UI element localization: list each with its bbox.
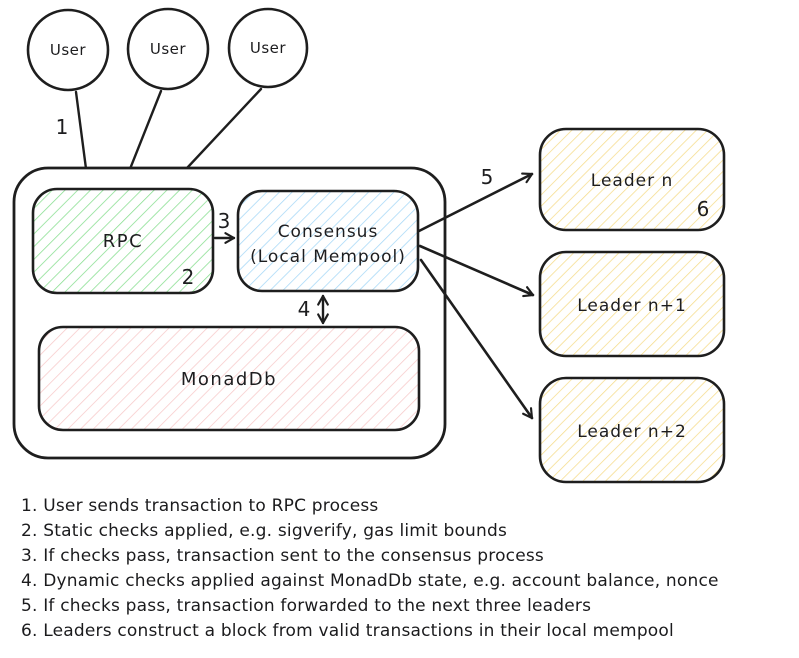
flow-step-5: 5. If checks pass, transaction forwarded…: [21, 596, 592, 616]
step-4-label: 4: [298, 297, 311, 321]
flow-step-3: 3. If checks pass, transaction sent to t…: [21, 546, 544, 566]
flow-steps-list: 1. User sends transaction to RPC process…: [21, 494, 796, 644]
leader-n-label: Leader n: [591, 171, 673, 191]
flow-step-1: 1. User sends transaction to RPC process: [21, 496, 379, 516]
leader-n2-node: [538, 376, 726, 484]
monaddb-node: [37, 325, 421, 432]
flow-step-2: 2. Static checks applied, e.g. sigverify…: [21, 521, 508, 541]
user-3-label: User: [250, 39, 287, 57]
user-2-label: User: [150, 40, 187, 58]
rpc-node: [31, 187, 215, 295]
consensus-node: [236, 189, 420, 293]
consensus-to-leader-n1-arrow: [418, 244, 535, 298]
rpc-label: RPC: [103, 231, 143, 252]
consensus-to-leader-n-arrow: [417, 172, 534, 233]
architecture-diagram: 1 User User User RPC 2 3 Consensus (Loca…: [12, 7, 726, 484]
user-circle-2: [126, 7, 210, 91]
monaddb-label: MonadDb: [181, 369, 277, 390]
step-2-label: 2: [182, 265, 195, 289]
leader-n1-node: [538, 250, 726, 358]
consensus-label-line2: (Local Mempool): [250, 247, 406, 267]
consensus-to-leader-n2-arrow: [419, 258, 534, 420]
flow-step-4: 4. Dynamic checks applied against MonadD…: [21, 571, 719, 591]
leader-n2-label: Leader n+2: [577, 422, 687, 442]
user-1-label: User: [50, 41, 87, 59]
step-6-label: 6: [697, 197, 710, 221]
step-1-label: 1: [56, 115, 69, 139]
step-5-label: 5: [481, 165, 494, 189]
flow-step-6: 6. Leaders construct a block from valid …: [21, 621, 674, 641]
leader-n1-label: Leader n+1: [577, 296, 687, 316]
user-circle-3: [227, 7, 309, 89]
step-3-label: 3: [218, 209, 231, 233]
consensus-label-line1: Consensus: [278, 222, 379, 242]
leader-n-node: [538, 127, 726, 232]
user-circle-1: [26, 8, 110, 92]
